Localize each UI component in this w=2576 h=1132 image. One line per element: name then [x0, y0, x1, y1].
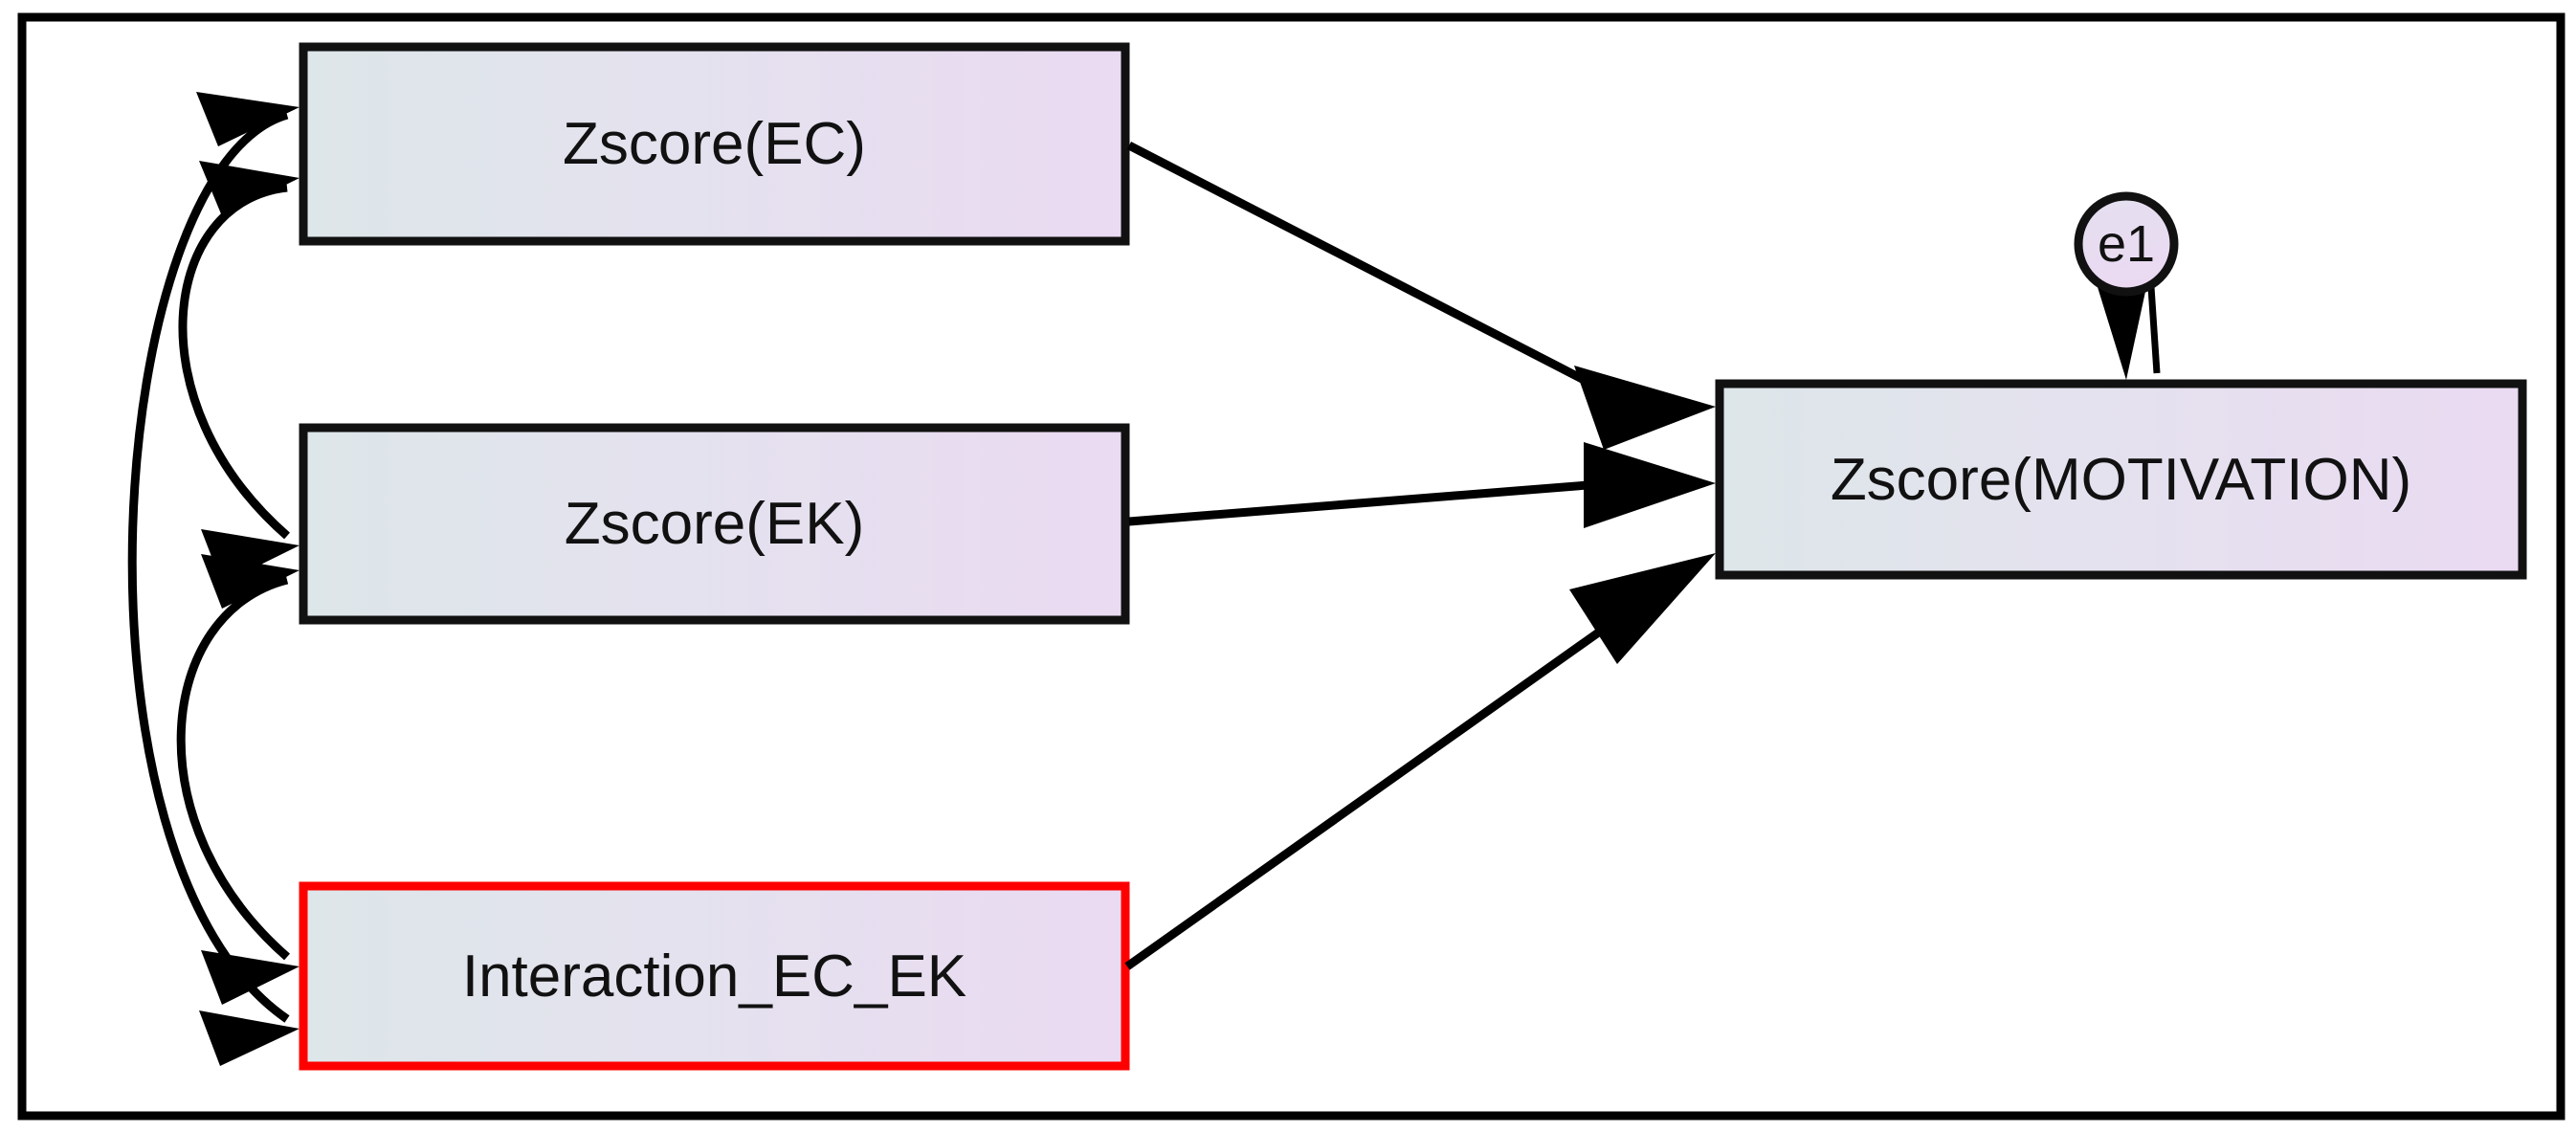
- covariance-arc-ec-interaction: [127, 92, 300, 1066]
- path-ek-to-motivation[interactable]: [1128, 442, 1716, 528]
- node-interaction-ec-ek[interactable]: [299, 881, 1130, 1071]
- node-zscore-ec[interactable]: [299, 42, 1130, 246]
- node-e1[interactable]: [2074, 191, 2179, 297]
- node-zscore-motivation[interactable]: [1715, 379, 2527, 580]
- covariance-arc-ec-ek: [178, 161, 300, 584]
- node-zscore-ek[interactable]: [299, 423, 1130, 625]
- diagram-frame: [17, 12, 2565, 1121]
- path-interaction-to-motivation[interactable]: [1124, 553, 1716, 970]
- path-e1-to-motivation[interactable]: [2098, 286, 2161, 380]
- covariance-arc-ek-interaction: [176, 554, 300, 1005]
- path-ec-to-motivation[interactable]: [1126, 141, 1716, 450]
